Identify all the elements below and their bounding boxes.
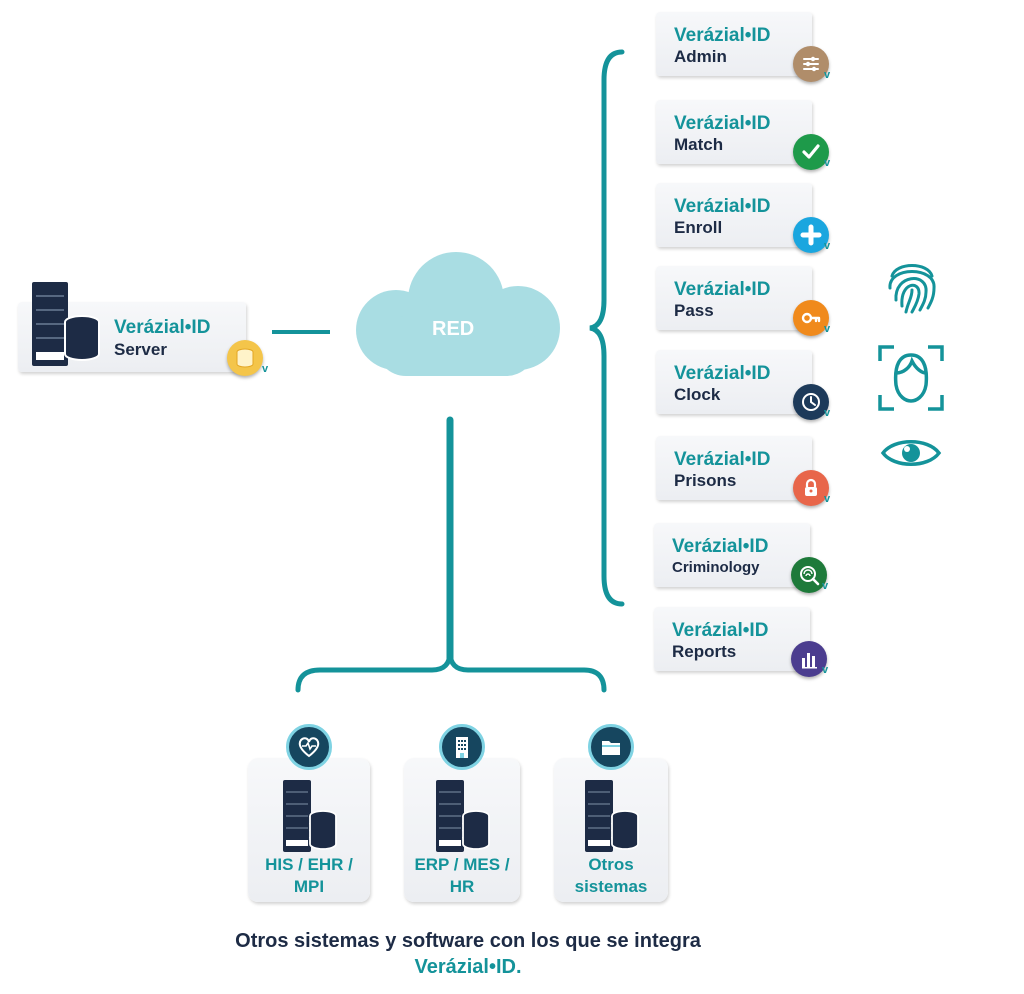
caption-line1: Otros sistemas y software con los que se… xyxy=(235,930,701,952)
system-label: Otros sistemas xyxy=(574,855,648,896)
check-mark-icon: v xyxy=(824,69,831,81)
module-name-criminology: Criminology xyxy=(672,559,760,576)
module-brand: Verázial•ID xyxy=(672,536,769,557)
checkmark-icon xyxy=(793,134,829,170)
bar-chart-icon xyxy=(791,641,827,677)
building-icon xyxy=(439,724,485,770)
bottom-brace xyxy=(295,651,607,693)
check-mark-icon: v xyxy=(822,580,829,592)
module-card-enroll xyxy=(656,183,812,247)
heart-pulse-icon xyxy=(286,724,332,770)
check-mark-icon: v xyxy=(824,407,831,419)
module-card-prisons xyxy=(656,436,812,500)
server-rack-icon xyxy=(432,778,492,859)
module-name-admin: Admin xyxy=(674,47,727,66)
module-brand: Verázial•ID xyxy=(674,196,771,217)
clock-icon xyxy=(793,384,829,420)
check-mark-icon: v xyxy=(824,157,831,169)
module-card-match xyxy=(656,100,812,164)
module-name-enroll: Enroll xyxy=(674,218,723,237)
server-rack-icon xyxy=(581,778,641,859)
fingerprint-search-icon xyxy=(791,557,827,593)
module-name-pass: Pass xyxy=(674,301,714,320)
cloud-network-icon xyxy=(356,252,560,376)
module-card-criminology xyxy=(654,523,810,587)
right-brace xyxy=(589,49,625,607)
module-card-clock xyxy=(656,350,812,414)
key-icon xyxy=(793,300,829,336)
server-rack-icon xyxy=(32,282,100,366)
module-card-admin xyxy=(656,12,812,76)
server-brand: Verázial•ID xyxy=(114,317,211,338)
module-card-reports xyxy=(654,607,810,671)
module-brand: Verázial•ID xyxy=(674,279,771,300)
fingerprint-icon xyxy=(888,264,936,314)
eye-icon xyxy=(880,440,942,466)
module-brand: Verázial•ID xyxy=(674,25,771,46)
module-card-pass xyxy=(656,266,812,330)
padlock-icon xyxy=(793,470,829,506)
server-rack-icon xyxy=(279,778,339,859)
check-mark-icon: v xyxy=(824,240,831,252)
system-label: HIS / EHR / MPI xyxy=(265,855,353,896)
server-name: Server xyxy=(114,340,167,359)
module-name-reports: Reports xyxy=(672,642,737,661)
sliders-icon xyxy=(793,46,829,82)
check-mark-icon: v xyxy=(822,664,829,676)
network-label: RED xyxy=(432,318,475,340)
system-label: ERP / MES / HR xyxy=(414,855,510,896)
database-icon xyxy=(227,340,263,376)
module-brand: Verázial•ID xyxy=(674,113,771,134)
check-mark-icon: v xyxy=(262,363,269,375)
module-name-clock: Clock xyxy=(674,385,721,404)
module-brand: Verázial•ID xyxy=(672,620,769,641)
plus-icon xyxy=(793,217,829,253)
module-brand: Verázial•ID xyxy=(674,363,771,384)
module-name-match: Match xyxy=(674,135,724,154)
face-scan-icon xyxy=(878,345,944,411)
folder-icon xyxy=(588,724,634,770)
module-name-prisons: Prisons xyxy=(674,471,737,490)
caption-line2: Verázial•ID. xyxy=(414,956,522,978)
check-mark-icon: v xyxy=(824,493,831,505)
check-mark-icon: v xyxy=(824,323,831,335)
module-brand: Verázial•ID xyxy=(674,449,771,470)
